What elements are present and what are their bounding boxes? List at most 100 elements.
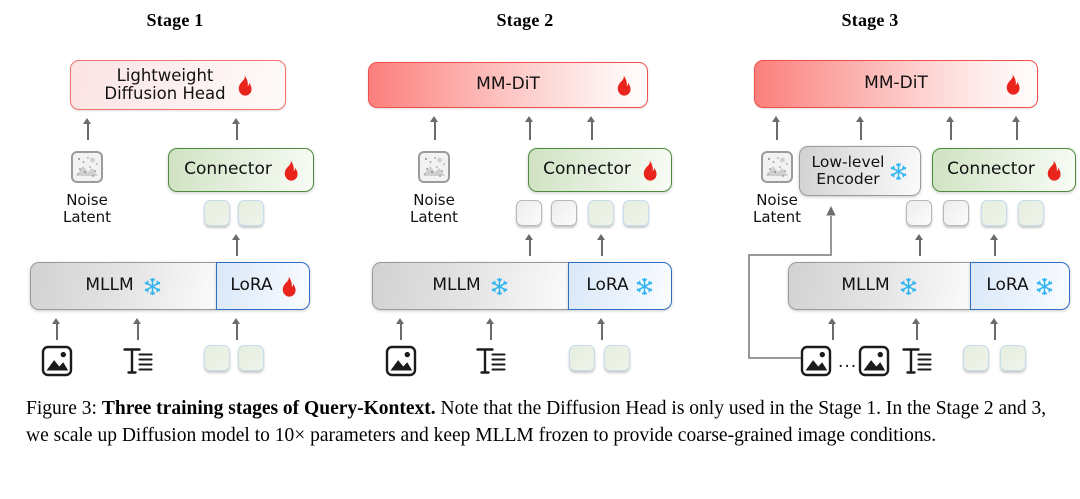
stage-3-arrow-encoder-to-mmdit: [856, 116, 865, 140]
stage-3-arrow-lora-to-tokens: [990, 234, 999, 256]
flame-icon: [235, 74, 252, 96]
noise-latent-icon: [70, 150, 104, 184]
stage-1-lora-box[interactable]: LoRA: [216, 262, 310, 310]
stage-3-arrow-connector-to-mmdit: [1012, 116, 1021, 140]
stage-1-title: Stage 1: [146, 10, 204, 30]
stage-3-low-level-encoder-box[interactable]: Low-level Encoder: [799, 146, 921, 196]
flame-icon: [1044, 159, 1061, 181]
stage-1-noise-latent-label: Noise Latent: [62, 191, 112, 227]
stage-1-column: Stage 1 Lightweight Diffusion Head Noise…: [0, 0, 350, 390]
stage-3-arrow-image-to-mllm: [828, 318, 837, 340]
token-square: [1018, 200, 1044, 226]
token-square: [204, 200, 230, 226]
stage-1-mllm-box[interactable]: MLLM: [30, 262, 216, 310]
image-icon: [385, 345, 417, 377]
stage-2-arrow-noise-to-mmdit: [430, 116, 439, 140]
stage-3-arrow-noise-to-mmdit: [772, 116, 781, 140]
stage-1-arrow-tokens-to-lora: [232, 318, 241, 340]
token-square: [569, 345, 595, 371]
stage-2-mllm-label: MLLM: [432, 275, 481, 296]
stage-3-connector-box[interactable]: Connector: [932, 148, 1076, 192]
caption-bold: Three training stages of Query-Kontext.: [101, 398, 436, 419]
stage-3-arrow-text-to-mllm: [912, 318, 921, 340]
noise-latent-icon: [760, 150, 794, 184]
flame-icon: [1003, 73, 1020, 95]
stage-3-mmdit-label: MM-DiT: [864, 73, 928, 94]
stage-3-connector-label: Connector: [947, 159, 1035, 180]
stage-2-title: Stage 2: [496, 10, 554, 30]
caption-prefix: Figure 3:: [26, 398, 102, 419]
text-icon: [902, 346, 932, 376]
token-square: [943, 200, 969, 226]
stage-3-mllm-label: MLLM: [841, 275, 890, 296]
stage-3-mllm-box[interactable]: MLLM: [788, 262, 970, 310]
stage-3-title: Stage 3: [841, 10, 899, 30]
token-square: [981, 200, 1007, 226]
token-square: [516, 200, 542, 226]
stage-1-connector-label: Connector: [184, 159, 272, 180]
stage-3-mmdit-box[interactable]: MM-DiT: [754, 60, 1038, 108]
stage-1-lora-label: LoRA: [230, 275, 273, 296]
stage-1-diffusion-head-box[interactable]: Lightweight Diffusion Head: [70, 60, 286, 110]
text-icon: [476, 346, 506, 376]
text-icon: [123, 346, 153, 376]
token-square: [604, 345, 630, 371]
stage-1-diffusion-head-label: Lightweight Diffusion Head: [104, 65, 226, 103]
stage-2-noise-latent-label: Noise Latent: [409, 191, 459, 227]
stage-1-connector-box[interactable]: Connector: [168, 148, 314, 192]
stage-3-low-level-encoder-label: Low-level Encoder: [811, 152, 885, 188]
stage-3-column: Stage 3 MM-DiT Noise Latent Low-level En…: [700, 0, 1080, 390]
stage-2-mllm-box[interactable]: MLLM: [372, 262, 568, 310]
flame-icon: [279, 275, 296, 297]
snowflake-icon: [899, 277, 918, 296]
snowflake-icon: [889, 162, 908, 181]
stage-3-input-ellipsis: ...: [838, 352, 858, 372]
snowflake-icon: [143, 277, 162, 296]
stage-2-arrow-lora-to-tokens: [597, 234, 606, 256]
caption-rest: Note that the Diffusion Head is only use…: [26, 398, 1047, 446]
flame-icon: [281, 159, 298, 181]
figure-diagram: Stage 1 Lightweight Diffusion Head Noise…: [0, 0, 1080, 390]
token-square: [238, 345, 264, 371]
stage-3-arrow-mllm-to-tokens: [915, 234, 924, 256]
stage-2-lora-label: LoRA: [586, 275, 629, 296]
stage-2-lora-box[interactable]: LoRA: [568, 262, 672, 310]
stage-2-connector-box[interactable]: Connector: [528, 148, 672, 192]
stage-1-arrow-text-to-mllm: [133, 318, 142, 340]
stage-1-arrow-noise-to-head: [83, 118, 92, 140]
token-square: [551, 200, 577, 226]
stage-3-arrow-tokens-to-lora: [990, 318, 999, 340]
noise-latent-icon: [417, 150, 451, 184]
stage-2-mmdit-label: MM-DiT: [476, 74, 540, 95]
stage-2-arrow-tokens-to-lora: [597, 318, 606, 340]
stage-2-mmdit-box[interactable]: MM-DiT: [368, 62, 648, 108]
stage-1-arrow-connector-to-head: [232, 118, 241, 140]
stage-2-arrow-tokens-to-mmdit: [525, 116, 534, 140]
flame-icon: [640, 159, 657, 181]
image-icon: [800, 345, 832, 377]
stage-3-lora-label: LoRA: [986, 275, 1029, 296]
stage-3-lora-box[interactable]: LoRA: [970, 262, 1070, 310]
token-square: [588, 200, 614, 226]
stage-2-arrow-text-to-mllm: [486, 318, 495, 340]
stage-3-image-to-encoder-route: [740, 200, 920, 370]
flame-icon: [614, 74, 631, 96]
image-icon: [858, 345, 890, 377]
token-square: [204, 345, 230, 371]
token-square: [906, 200, 932, 226]
stage-3-noise-latent-label: Noise Latent: [752, 191, 802, 227]
image-icon: [41, 345, 73, 377]
snowflake-icon: [490, 277, 509, 296]
stage-3-arrow-tokens-to-mmdit: [946, 116, 955, 140]
stage-2-column: Stage 2 MM-DiT Noise Latent Connector: [350, 0, 700, 390]
stage-2-arrow-connector-to-mmdit: [587, 116, 596, 140]
snowflake-icon: [1035, 277, 1054, 296]
token-square: [623, 200, 649, 226]
token-square: [1000, 345, 1026, 371]
snowflake-icon: [635, 277, 654, 296]
stage-2-arrow-image-to-mllm: [396, 318, 405, 340]
figure-caption: Figure 3: Three training stages of Query…: [26, 396, 1058, 449]
stage-1-arrow-lora-to-tokens: [232, 234, 241, 256]
token-square: [238, 200, 264, 226]
token-square: [963, 345, 989, 371]
